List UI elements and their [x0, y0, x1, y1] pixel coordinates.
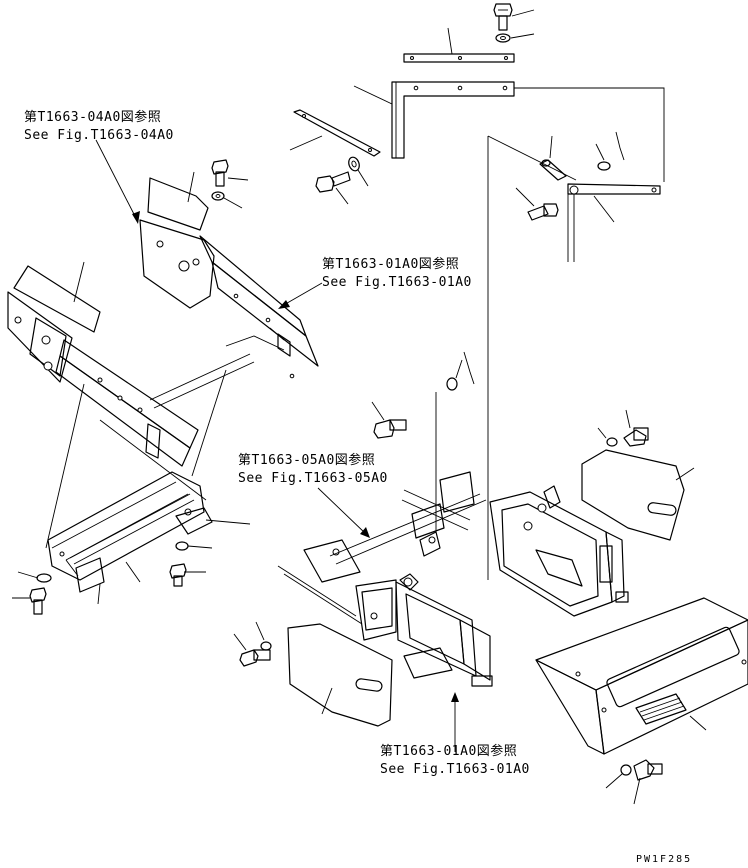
reference-note-3: 第T1663-05A0図参照 See Fig.T1663-05A0: [238, 452, 388, 486]
right-cover-plate: [581, 409, 695, 541]
grating-hatch: [69, 493, 195, 565]
reference-note-2: 第T1663-01A0図参照 See Fig.T1663-01A0: [322, 256, 472, 290]
right-upper-linkage: [487, 131, 661, 580]
box-housing: [535, 597, 748, 805]
left-side-plate: [233, 621, 393, 727]
drawing-code: PW1F285: [636, 854, 692, 865]
right-frame: [489, 485, 629, 617]
reference-jp: 第T1663-04A0図参照: [24, 109, 161, 125]
reference-arrows: [95, 139, 459, 752]
top-bolt-icon: [493, 3, 535, 43]
upper-left-frame: [139, 159, 319, 379]
center-frame: [277, 471, 493, 687]
lower-left-tray: [12, 471, 251, 615]
bolt-icon: [315, 156, 369, 205]
central-bolt-icon: [371, 351, 475, 532]
reference-en: See Fig.T1663-04A0: [24, 128, 174, 143]
reference-en: See Fig.T1663-01A0: [380, 762, 530, 777]
left-frame: [7, 261, 285, 549]
left-plate-strip: [289, 109, 381, 157]
reference-note-4: 第T1663-01A0図参照 See Fig.T1663-01A0: [380, 743, 530, 777]
top-flat-bar: [403, 27, 515, 63]
reference-jp: 第T1663-05A0図参照: [238, 452, 375, 468]
reference-note-1: 第T1663-04A0図参照 See Fig.T1663-04A0: [24, 109, 174, 143]
reference-en: See Fig.T1663-05A0: [238, 471, 388, 486]
reference-en: See Fig.T1663-01A0: [322, 275, 472, 290]
angle-bracket: [353, 81, 665, 182]
reference-jp: 第T1663-01A0図参照: [380, 743, 517, 759]
reference-jp: 第T1663-01A0図参照: [322, 256, 459, 272]
